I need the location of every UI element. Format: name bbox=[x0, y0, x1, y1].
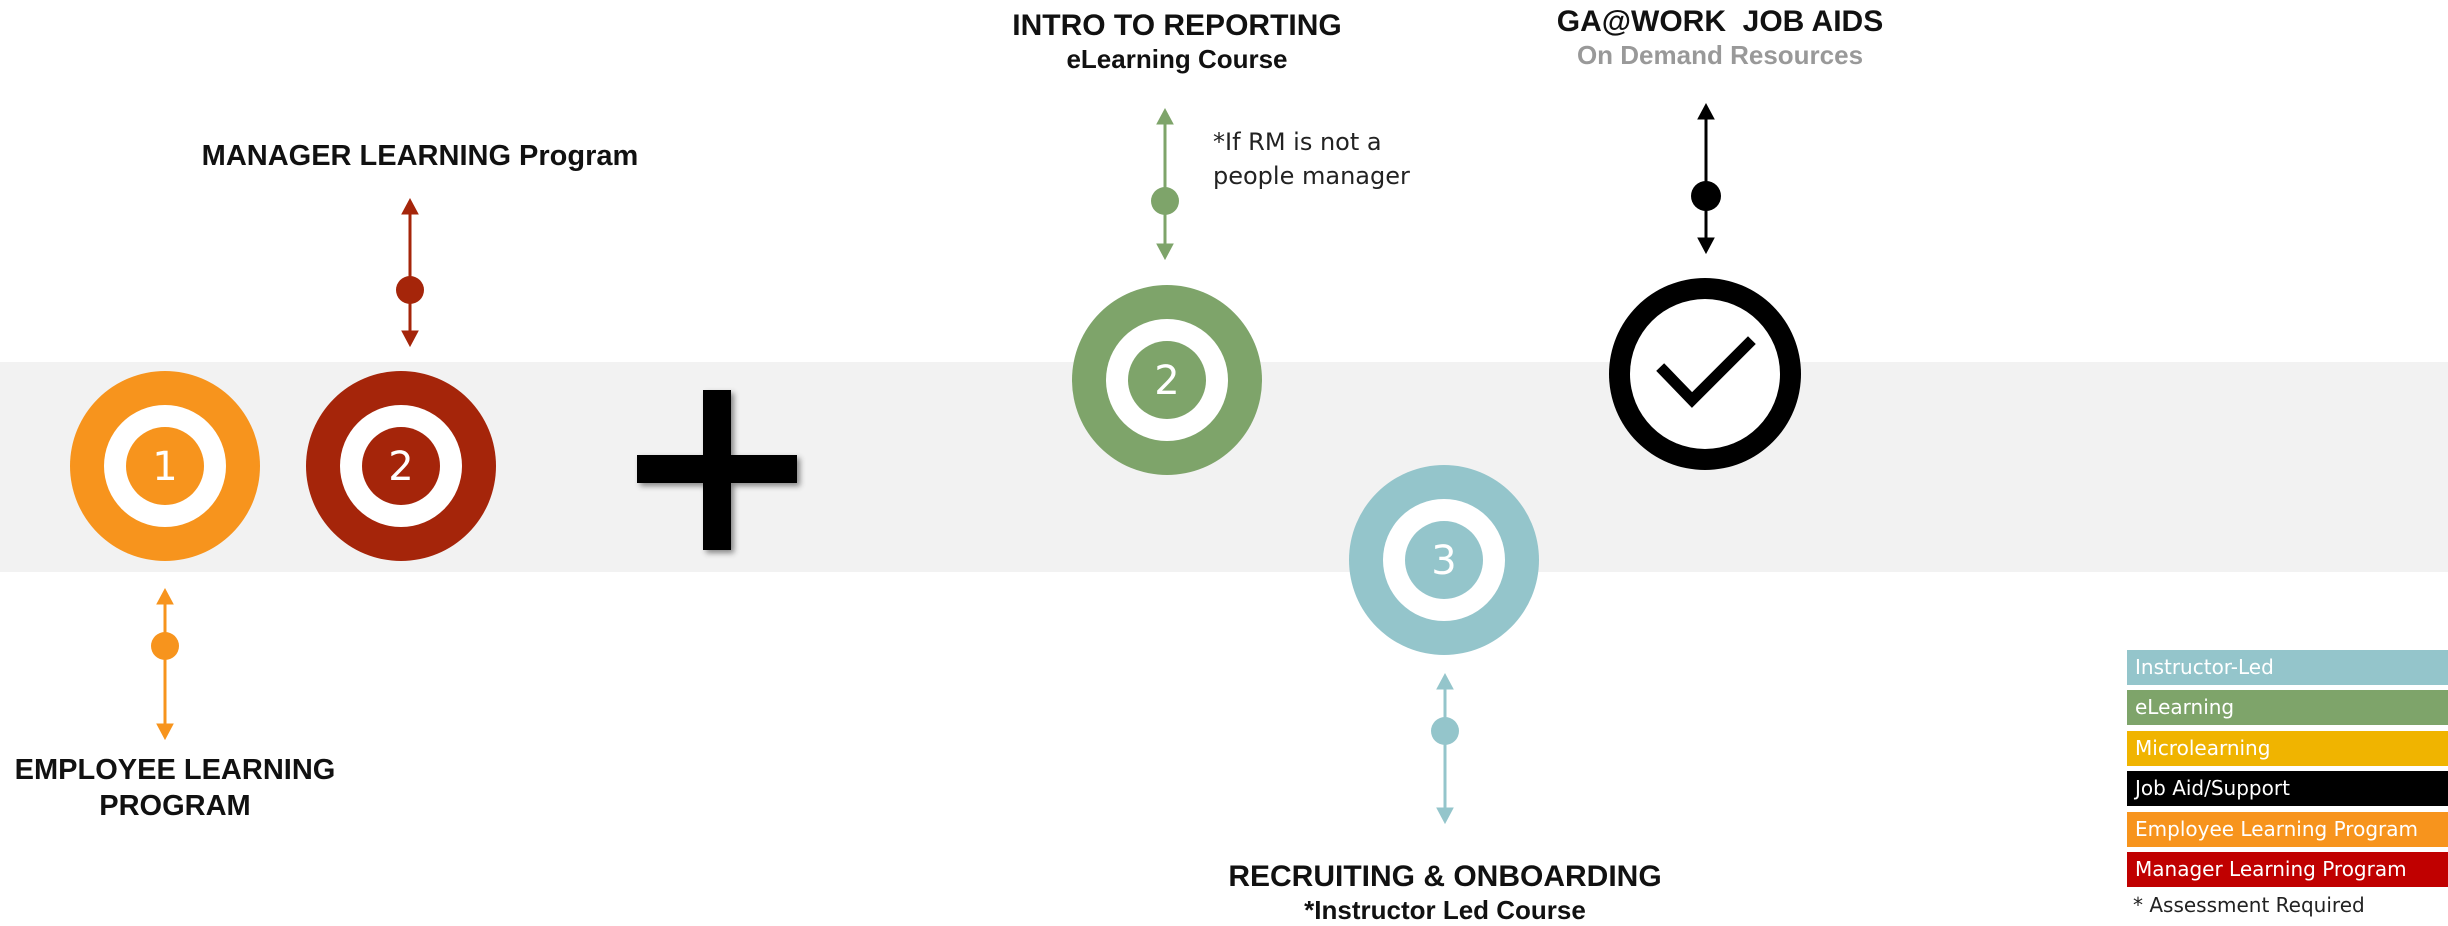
step-2-manager-number: 2 bbox=[388, 444, 413, 490]
step-2-manager-target: 2 bbox=[306, 371, 496, 561]
intro-connector-arrow bbox=[1151, 107, 1179, 261]
intro-footnote-line2: people manager bbox=[1213, 162, 1410, 190]
legend-item-employee-program: Employee Learning Program bbox=[2127, 812, 2448, 847]
step-1-employee-target: 1 bbox=[70, 371, 260, 561]
employee-program-label-line2: PROGRAM bbox=[99, 790, 251, 822]
employee-program-label-line1: EMPLOYEE LEARNING bbox=[14, 754, 336, 786]
step-1-number: 1 bbox=[152, 444, 177, 490]
intro-footnote: *If RM is not a people manager bbox=[1213, 125, 1410, 193]
recruiting-connector-arrow bbox=[1431, 672, 1459, 825]
legend-item-elearning: eLearning bbox=[2127, 690, 2448, 725]
legend-item-manager-program: Manager Learning Program bbox=[2127, 852, 2448, 887]
intro-to-reporting-subtitle: eLearning Course bbox=[1066, 44, 1288, 74]
employee-program-label: EMPLOYEE LEARNING PROGRAM bbox=[0, 752, 350, 824]
legend-item-microlearning: Microlearning bbox=[2127, 731, 2448, 766]
jobaids-subtitle: On Demand Resources bbox=[1576, 40, 1864, 70]
assessment-note: * Assessment Required bbox=[2133, 893, 2365, 917]
step-3-number: 3 bbox=[1431, 538, 1456, 584]
manager-program-label: MANAGER LEARNING Program bbox=[201, 140, 639, 172]
jobaids-title: GA@WORK JOB AIDS bbox=[1556, 5, 1884, 38]
step-3-recruiting-target: 3 bbox=[1349, 465, 1539, 655]
intro-to-reporting-title: INTRO TO REPORTING bbox=[1012, 9, 1342, 42]
employee-connector-arrow bbox=[151, 587, 179, 741]
step-2-intro-target: 2 bbox=[1072, 285, 1262, 475]
checkmark-icon bbox=[1609, 278, 1801, 470]
plus-icon bbox=[637, 390, 797, 550]
recruiting-title: RECRUITING & ONBOARDING bbox=[1228, 860, 1662, 893]
jobaids-connector-arrow bbox=[1691, 102, 1721, 255]
recruiting-subtitle: *Instructor Led Course bbox=[1304, 895, 1586, 925]
legend-item-instructor-led: Instructor-Led bbox=[2127, 650, 2448, 685]
step-2-intro-number: 2 bbox=[1154, 358, 1179, 404]
legend-item-job-aid: Job Aid/Support bbox=[2127, 771, 2448, 806]
intro-footnote-line1: *If RM is not a bbox=[1213, 128, 1382, 156]
manager-connector-arrow bbox=[396, 197, 424, 348]
